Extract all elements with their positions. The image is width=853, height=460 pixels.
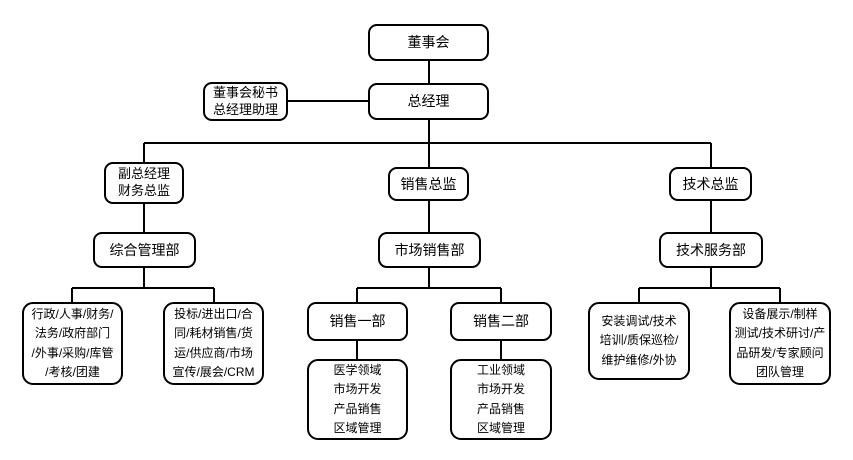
node-sales2-functions: 工业领域 市场开发 产品销售 区域管理 (450, 359, 552, 440)
node-sales-director: 销售总监 (388, 167, 469, 201)
node-tech-director-label: 技术总监 (682, 175, 739, 192)
node-secretary-assistant: 董事会秘书 总经理助理 (203, 82, 288, 121)
node-bidding-functions-line3: 运/供应商/市场 (174, 345, 253, 360)
node-admin-functions-line4: /考核/团建 (45, 364, 100, 379)
node-demo-rd-functions-line4: 团队管理 (755, 364, 804, 379)
node-bidding-functions-line4: 宣传/展会/CRM (172, 364, 255, 379)
node-sales-dept-2-label: 销售二部 (473, 313, 529, 330)
node-sales-director-label: 销售总监 (400, 175, 457, 192)
connector-path (71, 61, 781, 359)
node-tech-service-dept: 技术服务部 (659, 232, 763, 268)
node-sales2-functions-line3: 产品销售 (476, 401, 525, 416)
node-admin-functions: 行政/人事/财务/ 法务/政府部门 /外事/采购/库管 /考核/团建 (22, 302, 123, 385)
node-sales1-functions-line3: 产品销售 (333, 401, 382, 416)
node-sales1-functions-line4: 区域管理 (333, 420, 382, 435)
node-board: 董事会 (368, 24, 489, 61)
node-service-functions-line3: 维护维修/外协 (601, 352, 677, 367)
node-general-manager: 总经理 (368, 83, 489, 120)
node-tech-director: 技术总监 (669, 167, 752, 201)
node-admin-functions-line1: 行政/人事/财务/ (31, 307, 114, 322)
node-sales-dept-1-label: 销售一部 (329, 313, 386, 330)
node-demo-rd-functions-line1: 设备展示/制样 (742, 307, 818, 322)
node-service-functions-line2: 培训/质保巡检/ (599, 333, 679, 348)
node-board-label: 董事会 (407, 34, 450, 51)
node-sales2-functions-line2: 市场开发 (476, 382, 525, 397)
node-deputy-gm-cfo-line1: 副总经理 (117, 166, 170, 182)
node-general-manager-label: 总经理 (407, 93, 450, 110)
node-demo-rd-functions-line3: 品研发/专家顾问 (736, 345, 824, 360)
node-tech-service-dept-label: 技术服务部 (676, 241, 746, 258)
node-deputy-gm-cfo-line2: 财务总监 (117, 183, 170, 198)
node-general-admin-dept: 综合管理部 (93, 232, 196, 268)
node-admin-functions-line3: /外事/采购/库管 (31, 345, 114, 360)
node-sales1-functions: 医学领域 市场开发 产品销售 区域管理 (307, 359, 408, 440)
node-sales-dept-1: 销售一部 (307, 302, 408, 341)
node-deputy-gm-cfo: 副总经理 财务总监 (104, 162, 184, 204)
node-bidding-functions-line2: 同/耗材销售/货 (174, 326, 253, 341)
node-admin-functions-line2: 法务/政府部门 (34, 326, 111, 341)
node-demo-rd-functions: 设备展示/制样 测试/技术研讨/产 品研发/专家顾问 团队管理 (729, 302, 831, 385)
node-service-functions: 安装调试/技术 培训/质保巡检/ 维护维修/外协 (588, 302, 690, 380)
node-demo-rd-functions-line2: 测试/技术研讨/产 (734, 326, 826, 341)
node-bidding-functions-line1: 投标/进出口/合 (174, 307, 253, 322)
node-bidding-functions: 投标/进出口/合 同/耗材销售/货 运/供应商/市场 宣传/展会/CRM (163, 302, 264, 385)
node-sales1-functions-line2: 市场开发 (333, 382, 382, 397)
node-secretary-assistant-line1: 董事会秘书 (212, 84, 278, 100)
node-sales2-functions-line1: 工业领域 (476, 363, 525, 378)
node-service-functions-line1: 安装调试/技术 (601, 314, 677, 329)
node-secretary-assistant-line2: 总经理助理 (212, 101, 278, 117)
node-general-admin-dept-label: 综合管理部 (109, 241, 180, 258)
node-sales1-functions-line1: 医学领域 (333, 363, 382, 378)
node-marketing-sales-dept-label: 市场销售部 (394, 241, 465, 258)
node-sales2-functions-line4: 区域管理 (476, 420, 525, 435)
node-sales-dept-2: 销售二部 (450, 302, 552, 341)
node-marketing-sales-dept: 市场销售部 (378, 232, 481, 268)
